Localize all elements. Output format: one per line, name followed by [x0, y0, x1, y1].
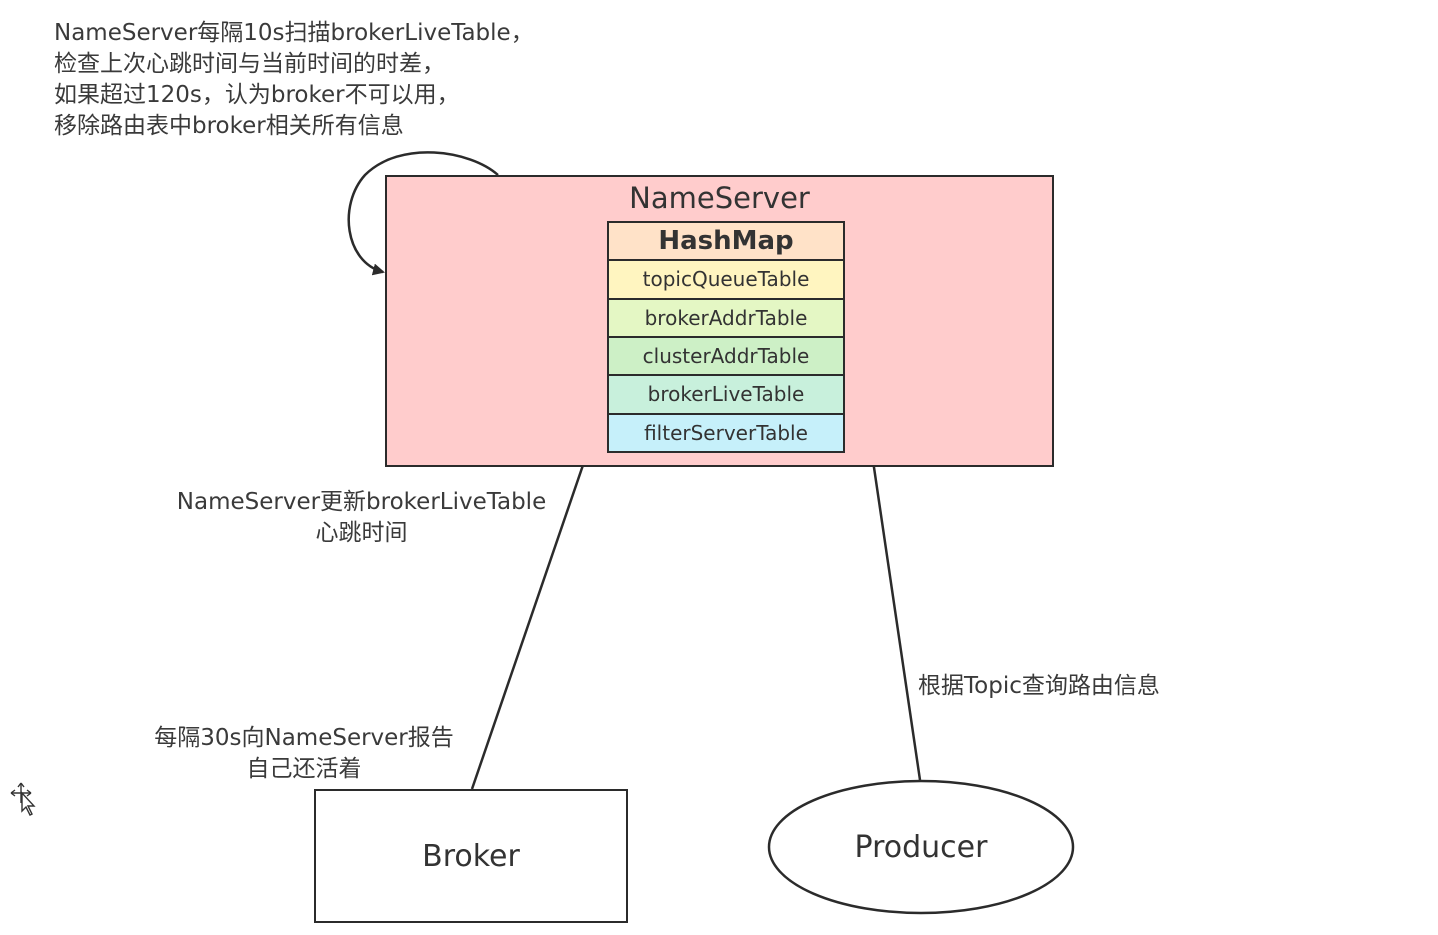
producer-label: Producer	[854, 829, 988, 865]
report-note-line: 每隔30s向NameServer报告	[154, 725, 454, 751]
scan-note-line: 移除路由表中broker相关所有信息	[54, 113, 404, 139]
producer-node-shape	[767, 779, 1075, 915]
scan-note-line: NameServer每隔10s扫描brokerLiveTable，	[54, 20, 534, 46]
nameserver-title: NameServer	[629, 181, 810, 215]
hashmap-table: HashMap topicQueueTable brokerAddrTable …	[607, 221, 845, 453]
self-loop-edge	[347, 151, 499, 276]
hashmap-row-broker-addr-table: brokerAddrTable	[609, 297, 843, 336]
update-note-line: NameServer更新brokerLiveTable	[176, 489, 547, 515]
hashmap-row-cluster-addr-table: clusterAddrTable	[609, 335, 843, 375]
query-note: 根据Topic查询路由信息	[918, 673, 1160, 699]
move-cursor-icon	[10, 782, 36, 816]
broker-label: Broker	[422, 838, 520, 874]
scan-note: NameServer每隔10s扫描brokerLiveTable， 检查上次心跳…	[54, 18, 534, 142]
hashmap-row-broker-live-table: brokerLiveTable	[609, 374, 843, 413]
update-note: NameServer更新brokerLiveTable 心跳时间	[160, 487, 563, 549]
hashmap-row-filter-server-table: filterServerTable	[609, 412, 843, 451]
scan-note-line: 如果超过120s，认为broker不可以用，	[54, 82, 460, 108]
producer-node: Producer	[768, 780, 1074, 914]
hashmap-header: HashMap	[609, 223, 843, 260]
report-note-line: 自己还活着	[246, 756, 362, 782]
scan-note-line: 检查上次心跳时间与当前时间的时差，	[54, 51, 445, 77]
broker-node: Broker	[314, 789, 628, 923]
update-note-line: 心跳时间	[315, 520, 408, 546]
report-note: 每隔30s向NameServer报告 自己还活着	[140, 723, 468, 785]
hashmap-row-topic-queue-table: topicQueueTable	[609, 259, 843, 298]
